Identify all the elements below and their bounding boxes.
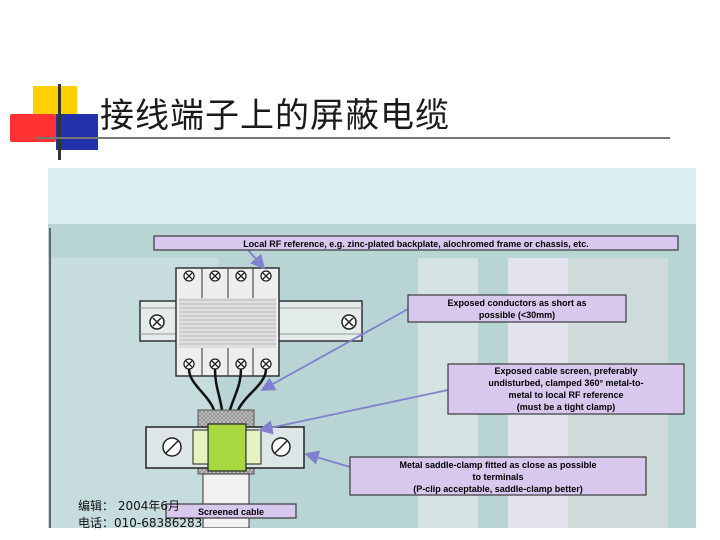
- terminal-screw: [260, 358, 272, 370]
- label-saddle-clamp-line3: (P-clip acceptable, saddle-clamp better): [413, 484, 583, 494]
- label-cable-screen-line2: undisturbed, clamped 360° metal-to-: [488, 378, 643, 388]
- label-cable-screen-line3: metal to local RF reference: [508, 390, 623, 400]
- label-exposed-conductors-line1: Exposed conductors as short as: [447, 298, 586, 308]
- label-cable-screen: Exposed cable screen, preferably undistu…: [447, 363, 685, 415]
- terminal-screw: [183, 270, 195, 282]
- footer-editor: 编辑： 2004年6月: [78, 499, 180, 513]
- diagram-top-band: [48, 168, 696, 224]
- terminal-screw: [209, 358, 221, 370]
- label-saddle-clamp-line2: to terminals: [472, 472, 523, 482]
- exposed-conductors: [187, 368, 268, 411]
- arrow-exposed-conductors: [260, 308, 409, 391]
- slide-title: 接线端子上的屏蔽电缆: [100, 96, 450, 136]
- label-saddle-clamp: Metal saddle-clamp fitted as close as po…: [349, 456, 647, 496]
- label-screened-cable: Screened cable: [165, 503, 297, 519]
- terminal-screw: [235, 270, 247, 282]
- label-cable-screen-line1: Exposed cable screen, preferably: [494, 366, 637, 376]
- footer-phone: 电话：010-68386283: [78, 516, 203, 530]
- arrow-saddle-clamp: [304, 450, 351, 468]
- rail-screw: [341, 314, 357, 330]
- label-screened-cable-text: Screened cable: [198, 507, 264, 517]
- label-rf-reference: Local RF reference, e.g. zinc-plated bac…: [153, 235, 679, 251]
- decor-blue-square: [56, 114, 98, 150]
- clamp-screw: [162, 437, 182, 457]
- terminal-screw: [183, 358, 195, 370]
- footer: 编辑： 2004年6月 电话：010-68386283: [78, 498, 202, 532]
- title-underline: [36, 137, 670, 139]
- terminal-screw: [209, 270, 221, 282]
- arrow-rf-reference: [247, 249, 266, 270]
- terminal-screw: [235, 358, 247, 370]
- screened-cable: [202, 473, 250, 528]
- rail-screw: [149, 314, 165, 330]
- label-cable-screen-line4: (must be a tight clamp): [517, 402, 616, 412]
- label-saddle-clamp-line1: Metal saddle-clamp fitted as close as po…: [399, 460, 596, 470]
- terminal-blocks: [175, 267, 280, 377]
- clamp-screw: [271, 437, 291, 457]
- arrow-cable-screen: [258, 389, 449, 435]
- shielded-cable-diagram: Local RF reference, e.g. zinc-plated bac…: [48, 168, 696, 528]
- terminal-screw: [260, 270, 272, 282]
- label-exposed-conductors: Exposed conductors as short as possible …: [407, 294, 627, 323]
- label-exposed-conductors-line2: possible (<30mm): [479, 310, 555, 320]
- label-rf-reference-text: Local RF reference, e.g. zinc-plated bac…: [243, 239, 589, 249]
- decor-vertical-line: [58, 84, 61, 160]
